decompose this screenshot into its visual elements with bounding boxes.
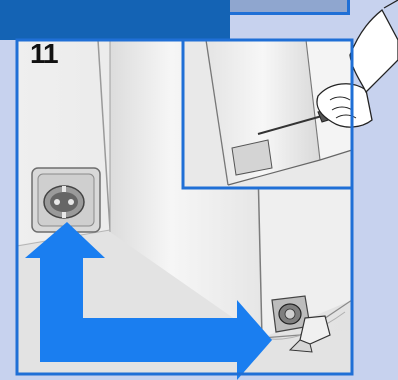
inset-detail [181,0,398,190]
wall-socket [31,167,101,233]
main-frame [15,38,354,376]
header-bar [0,0,350,40]
filter-flap [271,295,331,353]
direction-arrow [25,222,272,380]
step-number: 11 [30,38,59,69]
